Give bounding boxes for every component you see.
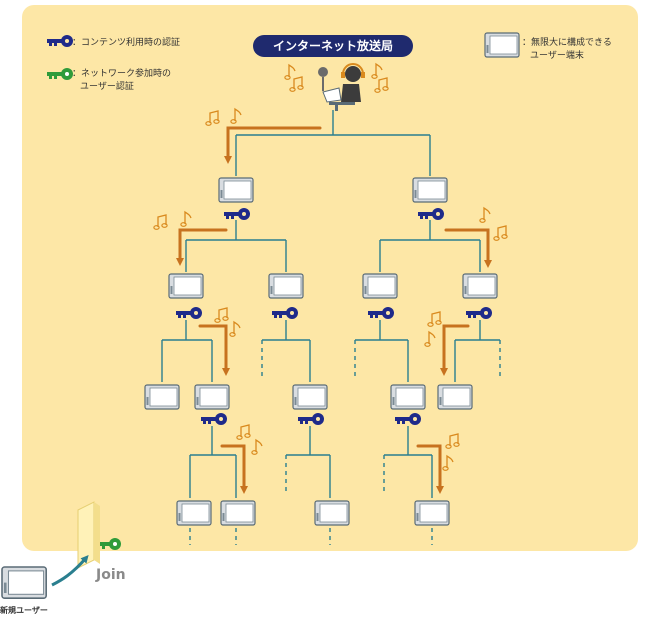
blue-key-icon xyxy=(176,307,202,319)
music-note-icon xyxy=(427,311,442,327)
network-auth-keys xyxy=(47,68,121,550)
broadcaster-icon xyxy=(318,63,365,111)
blue-key-icon xyxy=(298,413,324,425)
legend-terminal-line1: ：無限大に構成できる xyxy=(522,38,612,48)
music-note-icon xyxy=(284,64,296,80)
music-note-icon xyxy=(493,225,508,241)
music-note-icon xyxy=(251,439,263,455)
terminal-icon xyxy=(437,384,473,410)
terminal-icon xyxy=(268,273,304,299)
music-note-icon xyxy=(442,455,454,471)
music-note-icon xyxy=(153,214,168,230)
terminal-icon xyxy=(292,384,328,410)
legend-terminal-line2: ユーザー端末 xyxy=(530,51,584,61)
music-note-icon xyxy=(289,76,304,92)
terminal-icon xyxy=(144,384,180,410)
music-note-icon xyxy=(180,211,192,227)
terminal-icon xyxy=(194,384,230,410)
blue-key-icon xyxy=(368,307,394,319)
blue-key-icon xyxy=(272,307,298,319)
music-note-icon xyxy=(479,207,491,223)
join-door xyxy=(77,501,100,569)
terminal-icon xyxy=(176,500,212,526)
network-links xyxy=(161,110,500,498)
legend-network-auth-line2: ユーザー認証 xyxy=(80,82,134,92)
terminal-legend-icon xyxy=(484,32,520,58)
blue-key-legend-icon xyxy=(47,35,73,47)
terminal-icon xyxy=(362,273,398,299)
network-links-dashed xyxy=(189,340,501,545)
music-note-icon xyxy=(236,424,251,440)
join-arrow xyxy=(51,554,89,587)
content-auth-keys xyxy=(47,35,492,425)
music-note-icon xyxy=(205,110,220,126)
music-note-icon xyxy=(424,331,436,347)
legend-network-auth-line1: ：ネットワーク参加時の xyxy=(72,69,172,79)
terminal-icon xyxy=(390,384,426,410)
terminal-icon xyxy=(218,177,254,203)
music-note-icon xyxy=(214,307,229,323)
terminal-icon xyxy=(412,177,448,203)
music-note-icon xyxy=(229,321,241,337)
blue-key-icon xyxy=(418,208,444,220)
new-user-label: 新規ユーザー xyxy=(0,606,48,615)
blue-key-icon xyxy=(201,413,227,425)
broadcast-station-title: インターネット放送局 xyxy=(253,35,413,57)
music-note-icon xyxy=(230,108,242,124)
stream-flow-arrows xyxy=(176,126,492,494)
green-key-legend-icon xyxy=(47,68,73,80)
new-user-terminal-icon xyxy=(1,566,47,599)
blue-key-icon xyxy=(224,208,250,220)
terminal-icon xyxy=(414,500,450,526)
join-label: Join xyxy=(96,567,126,583)
user-terminals xyxy=(1,32,520,599)
blue-key-icon xyxy=(395,413,421,425)
terminal-icon xyxy=(462,273,498,299)
music-note-icon xyxy=(374,77,389,93)
blue-key-icon xyxy=(466,307,492,319)
terminal-icon xyxy=(314,500,350,526)
music-note-icon xyxy=(445,433,460,449)
legend-content-auth: ：コンテンツ利用時の認証 xyxy=(72,38,181,48)
terminal-icon xyxy=(168,273,204,299)
music-note-icon xyxy=(371,63,383,79)
terminal-icon xyxy=(220,500,256,526)
